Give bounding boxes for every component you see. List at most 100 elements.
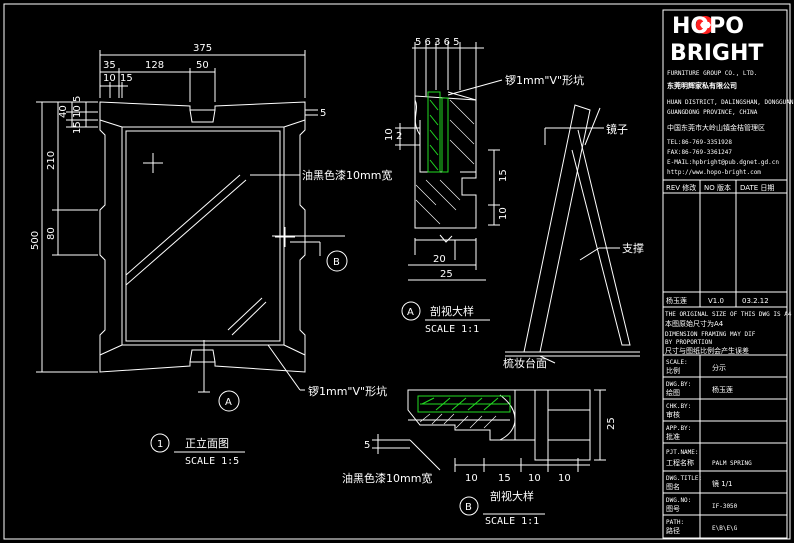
section-a-glass bbox=[427, 91, 449, 173]
row-dwgtitle-cn: 图名 bbox=[666, 482, 680, 491]
dim-seg-a: 128 bbox=[145, 60, 164, 71]
front-groove-note: 锣1mm"V"形坑 bbox=[308, 384, 387, 398]
front-view-title: 正立面图 bbox=[185, 436, 229, 450]
rev-header-rev: REV 修改 bbox=[666, 183, 696, 192]
section-b-d15: 15 bbox=[498, 473, 511, 484]
section-b-d25: 25 bbox=[606, 417, 617, 430]
row-pjtname-en: PJT.NAME: bbox=[666, 449, 699, 456]
dim-height-total: 500 bbox=[30, 231, 41, 250]
section-b-view bbox=[372, 389, 606, 516]
dim-h210: 210 bbox=[46, 151, 57, 170]
row-dwgtitle-val: 镜 1/1 bbox=[712, 479, 733, 488]
front-section-b-label: B bbox=[333, 257, 340, 268]
section-a-d10: 10 bbox=[384, 128, 395, 141]
section-a-d10b: 10 bbox=[498, 207, 509, 220]
row-path-en: PATH: bbox=[666, 519, 684, 526]
row-scale-cn: 比例 bbox=[666, 366, 680, 375]
email: E-MAIL:hpbright@pub.dgnet.gd.cn bbox=[667, 159, 779, 166]
dim-h10: 10 bbox=[72, 105, 83, 118]
row-chkby-en: CHK.BY: bbox=[666, 403, 691, 410]
address-2: GUANGDONG PROVINCE, CHINA bbox=[667, 109, 758, 116]
side-support-label: 支撑 bbox=[622, 241, 644, 255]
dim-left: 35 bbox=[103, 60, 116, 71]
rev-header-date: DATE 日期 bbox=[740, 184, 774, 192]
row-appby-cn: 批准 bbox=[666, 432, 680, 441]
section-a-top-dims: 5 6 3 6 5 bbox=[415, 37, 460, 48]
drawing-border bbox=[3, 3, 791, 540]
row-dwgtitle-en: DWG.TITLE: bbox=[666, 475, 702, 482]
section-a-label: A bbox=[407, 307, 414, 318]
side-table-label: 梳妆台面 bbox=[503, 356, 547, 370]
section-b-d10a: 10 bbox=[465, 473, 478, 484]
section-a-d25: 25 bbox=[440, 269, 453, 280]
note-3: DIMENSION FRAMING MAY DIF bbox=[665, 331, 756, 338]
company-cn: 东莞明辉家私有限公司 bbox=[667, 81, 737, 90]
rev-header-no: NO 版本 bbox=[704, 183, 731, 192]
fax: FAX:86-769-3361247 bbox=[667, 149, 732, 156]
section-a-d20: 20 bbox=[433, 254, 446, 265]
row-dwgby-val: 杨玉莲 bbox=[712, 385, 733, 394]
section-b-d10c: 10 bbox=[558, 473, 571, 484]
section-a-hatch bbox=[415, 99, 475, 225]
section-b-d5: 5 bbox=[364, 440, 370, 451]
side-view bbox=[505, 104, 640, 364]
rev-row-author: 杨玉莲 bbox=[666, 296, 687, 305]
title-block-frame bbox=[662, 9, 788, 539]
dim-right-5: 5 bbox=[320, 108, 326, 119]
row-path-val: E\B\E\G bbox=[712, 525, 738, 532]
logo-bottom: BRIGHT bbox=[670, 41, 763, 66]
dim-small-a: 10 bbox=[103, 73, 116, 84]
dim-total-width: 375 bbox=[193, 43, 212, 54]
section-b-paint-note: 油黑色漆10mm宽 bbox=[342, 471, 432, 485]
callout-number: 1 bbox=[157, 439, 163, 450]
note-5: 尺寸与图纸比例会产生误差 bbox=[665, 346, 749, 355]
note-4: BY PROPORTION bbox=[665, 339, 712, 346]
row-dwgby-en: DWG.BY: bbox=[666, 381, 691, 388]
section-a-d15: 15 bbox=[498, 169, 509, 182]
row-appby-en: APP.BY: bbox=[666, 425, 691, 432]
row-path-cn: 路径 bbox=[666, 526, 680, 535]
row-chkby-cn: 审核 bbox=[666, 410, 680, 419]
dim-h40: 40 bbox=[58, 105, 69, 118]
dim-h5: 5 bbox=[72, 96, 83, 102]
section-b-d10b: 10 bbox=[528, 473, 541, 484]
front-section-a-label: A bbox=[225, 397, 232, 408]
section-a-view bbox=[395, 42, 503, 321]
dim-h15: 15 bbox=[72, 121, 83, 134]
row-scale-en: SCALE: bbox=[666, 359, 688, 366]
rev-row-date: 03.2.12 bbox=[742, 297, 769, 305]
section-b-hatch bbox=[419, 413, 497, 429]
row-scale-val: 分示 bbox=[712, 363, 726, 372]
row-dwgby-cn: 绘图 bbox=[666, 388, 680, 397]
note-2: 本图原始尺寸为A4 bbox=[665, 319, 724, 328]
logo-top: HOPO bbox=[672, 14, 744, 39]
front-view bbox=[36, 50, 348, 412]
address-1: HUAN DISTRICT, DALINGSHAN, DONGGUAN bbox=[667, 99, 794, 106]
logo-icon bbox=[696, 16, 714, 34]
row-dwgno-en: DWG.NO: bbox=[666, 497, 691, 504]
side-mirror-label: 镜子 bbox=[606, 122, 628, 136]
address-cn: 中国东莞市大岭山镇金桔管理区 bbox=[667, 123, 765, 132]
front-paint-note: 油黑色漆10mm宽 bbox=[302, 168, 392, 182]
tel: TEL:86-769-3351928 bbox=[667, 139, 732, 146]
section-a-scale: SCALE 1:1 bbox=[425, 324, 479, 335]
company-en: FURNITURE GROUP CO., LTD. bbox=[667, 70, 757, 77]
row-dwgno-val: IF-3050 bbox=[712, 503, 738, 510]
dim-small-b: 15 bbox=[120, 73, 133, 84]
row-dwgno-cn: 图号 bbox=[666, 505, 680, 513]
section-b-scale: SCALE 1:1 bbox=[485, 516, 539, 527]
dim-h80: 80 bbox=[46, 227, 57, 240]
front-view-scale: SCALE 1:5 bbox=[185, 456, 239, 467]
section-a-groove-note: 锣1mm"V"形坑 bbox=[505, 73, 584, 87]
section-a-title: 剖视大样 bbox=[430, 304, 474, 318]
section-b-glass bbox=[417, 395, 511, 413]
section-a-d2: 2 bbox=[396, 131, 402, 142]
section-b-label: B bbox=[465, 502, 472, 513]
row-pjtname-val: PALM SPRING bbox=[712, 460, 752, 467]
section-b-title: 剖视大样 bbox=[490, 489, 534, 503]
row-pjtname-cn: 工程名称 bbox=[666, 458, 694, 467]
dim-seg-b: 50 bbox=[196, 60, 209, 71]
note-1: THE ORIGINAL SIZE OF THIS DWG IS A4 bbox=[665, 311, 792, 318]
